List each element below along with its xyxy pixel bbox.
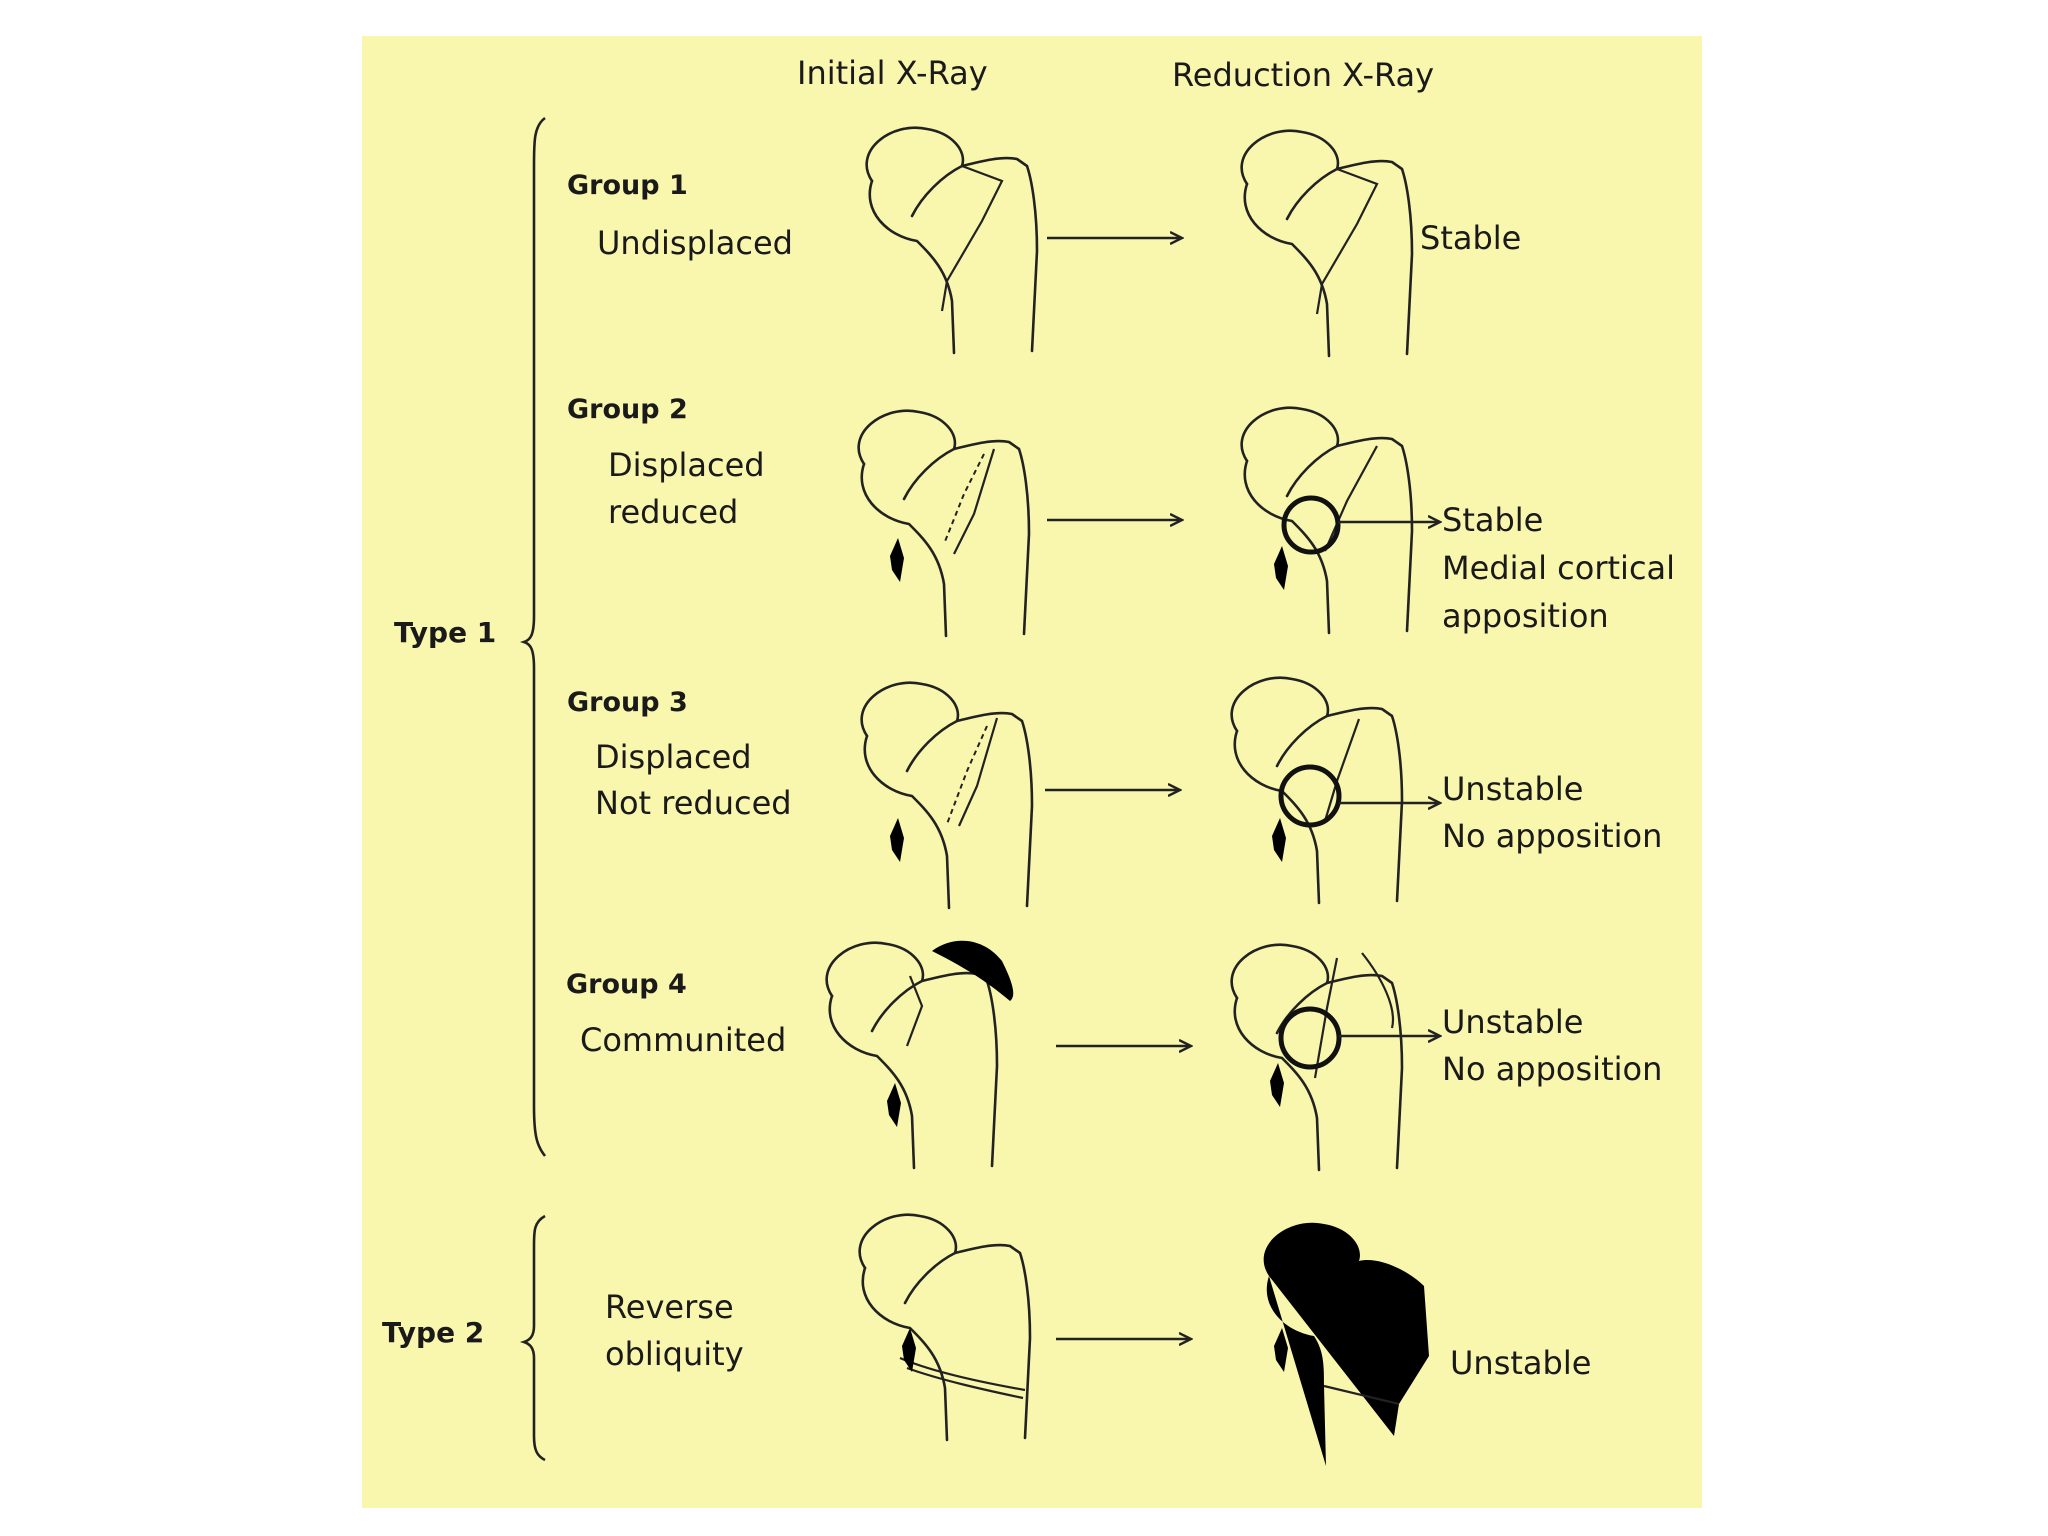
group-3-desc-line2: Not reduced: [595, 784, 792, 822]
initial-xray-femur-1: [865, 126, 1039, 355]
group-2-label: Group 2: [567, 394, 688, 425]
row-group-1: Group 1 Undisplaced Stable: [567, 126, 1521, 358]
group-3-desc-line1: Displaced: [595, 738, 752, 776]
group-3-outcome-line1: Unstable: [1442, 770, 1583, 808]
reduction-fragment-4: [1270, 1063, 1284, 1107]
type-2-desc-line2: obliquity: [605, 1335, 744, 1373]
cortex-circle-3: [1278, 764, 1342, 828]
type2-label: Type 2: [382, 1316, 484, 1349]
type-2-desc-line1: Reverse: [605, 1288, 734, 1326]
row-type-2: Reverse obliquity Unstable: [605, 1213, 1591, 1466]
reduction-fragment-5: [1274, 1328, 1288, 1372]
initial-xray-femur-2: [857, 409, 1031, 638]
type-2-outcome: Unstable: [1450, 1344, 1591, 1382]
group-4-outcome-line1: Unstable: [1442, 1003, 1583, 1041]
row-group-4: Group 4 Communited Unstable No appositio…: [566, 940, 1662, 1172]
header-initial-xray: Initial X-Ray: [797, 54, 988, 92]
initial-xray-femur-5: [858, 1213, 1032, 1442]
group-2-outcome-line3: apposition: [1442, 597, 1609, 635]
group-2-outcome-line1: Stable: [1442, 501, 1543, 539]
initial-fragment-3: [890, 818, 904, 862]
group-4-label: Group 4: [566, 969, 687, 1000]
group-2-desc-line1: Displaced: [608, 446, 765, 484]
type1-label: Type 1: [394, 616, 496, 649]
reduction-fragment-2: [1274, 546, 1288, 590]
reduction-xray-femur-3: [1230, 676, 1404, 905]
group-1-outcome: Stable: [1420, 219, 1521, 257]
initial-fragment-5: [902, 1328, 916, 1372]
group-2-desc-line2: reduced: [608, 493, 738, 531]
group-3-label: Group 3: [567, 687, 688, 718]
initial-xray-femur-3: [860, 681, 1034, 910]
header-reduction-xray: Reduction X-Ray: [1172, 56, 1434, 94]
group-1-label: Group 1: [567, 170, 688, 201]
type2-brace: [519, 1214, 546, 1462]
row-group-3: Group 3 Displaced Not reduced Unstable N…: [567, 676, 1662, 910]
initial-fragment-4: [887, 1083, 901, 1127]
group-3-outcome-line2: No apposition: [1442, 817, 1662, 855]
group-4-desc: Communited: [580, 1021, 786, 1059]
group-4-outcome-line2: No apposition: [1442, 1050, 1662, 1088]
diagram-panel: Initial X-Ray Reduction X-Ray Type 1 Typ…: [362, 36, 1702, 1508]
classification-diagram: Initial X-Ray Reduction X-Ray Type 1 Typ…: [382, 54, 1675, 1466]
initial-trochanter-fragment-4: [932, 940, 1014, 1001]
type1-brace: [519, 116, 547, 1157]
initial-xray-femur-4: [825, 941, 999, 1170]
reduction-xray-femur-2: [1240, 406, 1414, 635]
initial-fragment-2: [890, 538, 904, 582]
group-1-desc: Undisplaced: [597, 224, 793, 262]
reduction-fragment-3: [1272, 818, 1286, 862]
group-2-outcome-line2: Medial cortical: [1442, 549, 1675, 587]
cortex-circle-4: [1278, 1006, 1342, 1070]
reduction-xray-femur-4: [1230, 943, 1404, 1172]
reduction-xray-femur-1: [1240, 129, 1414, 358]
reduction-xray-femur-5: [1263, 1222, 1429, 1466]
row-group-2: Group 2 Displaced reduced Stable Medial …: [567, 394, 1675, 638]
cortex-circle-2: [1281, 495, 1341, 555]
